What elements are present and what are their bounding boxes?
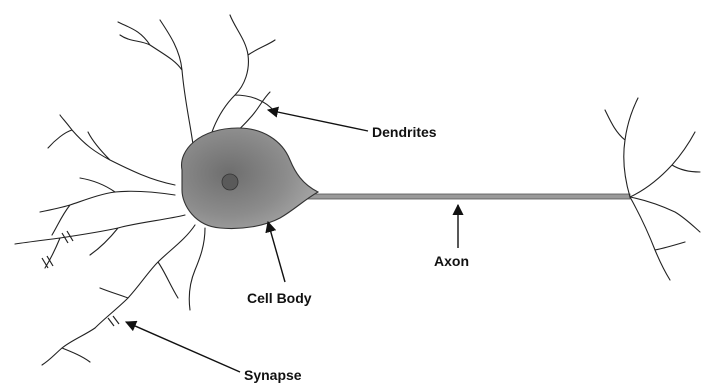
dendrite-branch [95,225,195,328]
synapse-mark [42,258,48,268]
dendrite-branch [48,115,175,185]
cell-body-pointer [268,222,285,282]
axon [305,194,630,199]
axon-shaft [305,194,630,199]
terminal-branch [630,197,700,232]
dendrite-branch [40,178,175,235]
dendrites-pointer [268,110,368,131]
synapse-pointer [126,322,240,372]
terminal-branch [630,132,700,197]
synapse-mark [113,316,119,324]
dendrite-branch [118,20,195,160]
terminal-branch [630,197,685,280]
cell-body-label: Cell Body [247,290,312,306]
axon-label: Axon [434,253,469,269]
cell-body [182,128,318,229]
synapse-mark [47,256,53,266]
synapse-label: Synapse [244,367,302,383]
synapse-mark [108,318,114,326]
dendrites-label: Dendrites [372,124,437,140]
dendrite-branch [42,328,95,365]
axon-terminal [605,98,700,280]
terminal-branch [605,98,638,197]
nucleus [222,174,238,190]
dendrite-branch [189,228,205,310]
